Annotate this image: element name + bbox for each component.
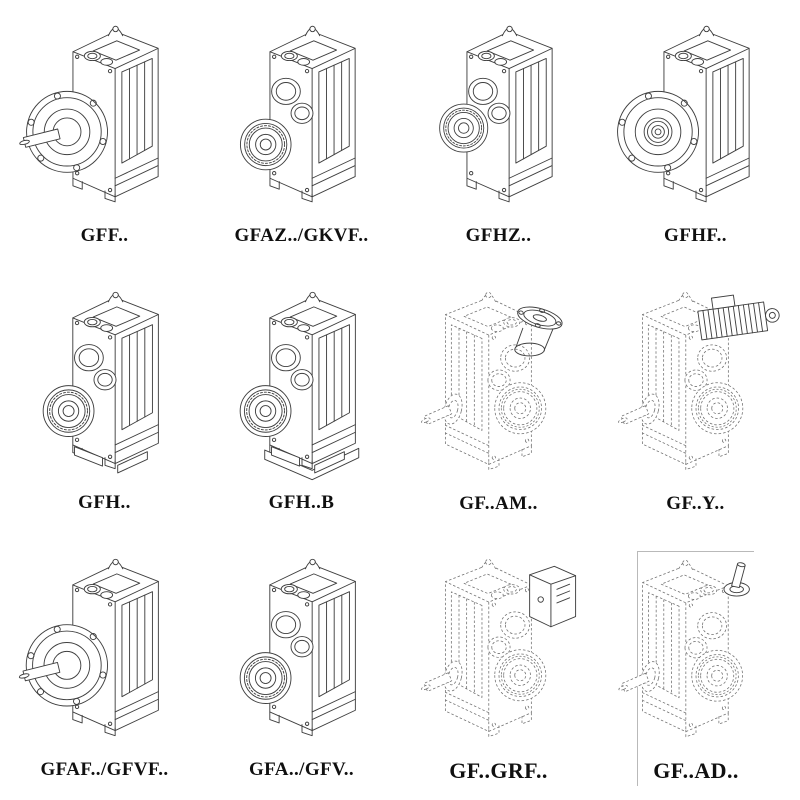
gearbox-drawing-gfa-gfv: [239, 558, 356, 737]
gearbox-drawing-gfh: [42, 291, 159, 474]
gearbox-cell-gfa-gfv: GFA../GFV..: [239, 551, 360, 786]
gearbox-drawing-gf-y: [616, 288, 782, 470]
gearbox-label: GFAZ../GKVF..: [234, 225, 369, 247]
gearbox-label: GFAF../GFVF..: [40, 759, 169, 781]
gearbox-drawing-gf-ad: [617, 559, 750, 738]
gearbox-drawing-gfhz: [438, 25, 553, 203]
gearbox-label: GFH..B: [268, 492, 335, 514]
gearbox-cell-gf-y: GF..Y..: [616, 284, 782, 519]
gearbox-cell-gfhz: GFHZ..: [438, 18, 557, 252]
gearbox-label: GF..Y..: [666, 492, 725, 514]
gearbox-drawing-gff: [18, 25, 159, 203]
gearbox-label: GF..AM..: [459, 492, 538, 514]
gearbox-drawing-gfhf: [616, 25, 750, 203]
gearbox-drawing-gfh-b: [239, 291, 359, 481]
gearbox-cell-gfhf: GFHF..: [616, 18, 754, 252]
gearbox-label: GFF..: [80, 225, 129, 247]
gearbox-label: GFHZ..: [465, 225, 532, 247]
gearbox-label: GFHF..: [664, 225, 727, 247]
gearbox-cell-gf-grf: GF..GRF..: [419, 551, 576, 786]
gearbox-drawing-gf-am: [419, 291, 565, 470]
gearbox-label: GFA../GFV..: [248, 759, 355, 781]
gearbox-cell-gf-am: GF..AM..: [419, 284, 565, 519]
gearbox-cell-gfaf-gfvf: GFAF../GFVF..: [17, 551, 168, 786]
gearbox-cell-gfh-b: GFH..B: [239, 284, 360, 519]
gearbox-cell-gfaz-gkvf: GFAZ../GKVF..: [235, 18, 368, 252]
gearbox-label: GFH..: [78, 492, 131, 514]
gearbox-cell-gfh: GFH..: [42, 284, 163, 519]
gearbox-drawing-gfaf-gfvf: [17, 558, 159, 737]
gearbox-label: GF..GRF..: [449, 757, 548, 783]
gearbox-cell-gff: GFF..: [18, 18, 163, 252]
gearbox-label: GF..AD..: [653, 757, 739, 783]
gearbox-drawing-gf-grf: [419, 558, 576, 737]
gearbox-cell-gf-ad: GF..AD..: [617, 551, 754, 786]
gearbox-drawing-gfaz-gkvf: [239, 25, 356, 203]
